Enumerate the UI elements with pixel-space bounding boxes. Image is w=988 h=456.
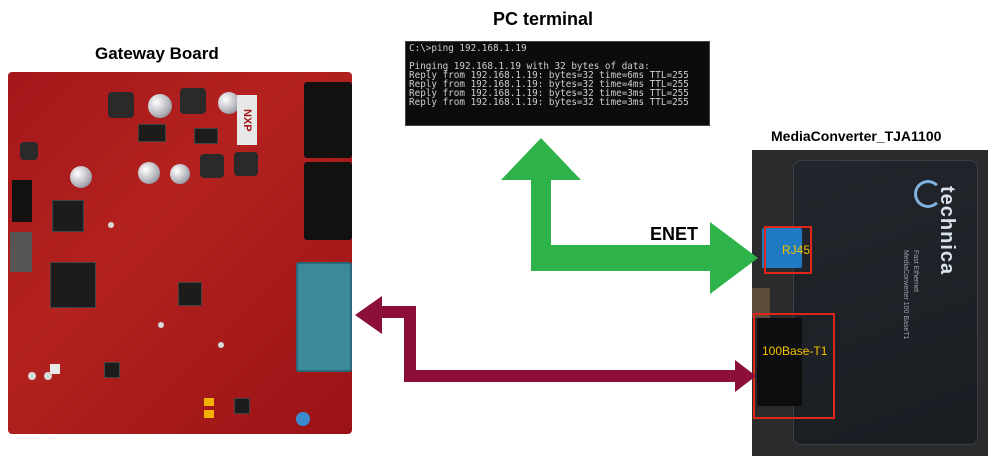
ribbon-connector-icon: [10, 232, 32, 272]
capacitor-icon: [218, 92, 240, 114]
rj45-label: RJ45: [782, 243, 811, 257]
rj45-port: [762, 228, 802, 268]
inductor-icon: [180, 88, 206, 114]
device-label-text: Fast Ethernet MediaConverter 100 BaseT1: [902, 250, 919, 340]
capacitor-icon: [170, 164, 190, 184]
capacitor-icon: [148, 94, 172, 118]
gateway-board-title: Gateway Board: [95, 44, 219, 63]
connector-icon: [304, 82, 352, 158]
100base-t1-highlight-box: [753, 313, 835, 419]
capacitor-icon: [70, 166, 92, 188]
chip-icon: [138, 124, 166, 142]
100base-t1-arrow: [355, 296, 756, 392]
component-icon: [204, 398, 214, 406]
gateway-board-image: [8, 72, 352, 434]
media-converter-top: [793, 160, 978, 445]
chip-icon: [194, 128, 218, 144]
nxp-logo: NXP: [237, 95, 257, 145]
chip-icon: [178, 282, 202, 306]
terminal-line: Pinging 192.168.1.19 with 32 bytes of da…: [409, 61, 650, 72]
100base-t1-port: [757, 318, 802, 406]
technica-brand: technica: [936, 186, 958, 276]
header-connector-icon: [12, 180, 32, 222]
connector-icon: [304, 162, 352, 240]
capacitor-icon: [138, 162, 160, 184]
terminal-line: C:\>ping 192.168.1.19: [409, 43, 527, 54]
terminal-window: C:\>ping 192.168.1.19 Pinging 192.168.1.…: [405, 41, 710, 126]
chip-icon: [234, 398, 250, 414]
terminal-line: Reply from 192.168.1.19: bytes=32 time=6…: [409, 70, 689, 81]
media-converter-title: MediaConverter_TJA1100: [771, 128, 942, 144]
processor-chip-icon: [50, 262, 96, 308]
component-icon: [204, 410, 214, 418]
technica-logo-icon: [914, 180, 942, 208]
chip-icon: [104, 362, 120, 378]
component-icon: [50, 364, 60, 374]
inductor-icon: [200, 154, 224, 178]
inductor-icon: [20, 142, 38, 160]
terminal-line: Reply from 192.168.1.19: bytes=32 time=3…: [409, 88, 689, 99]
automotive-ethernet-connector: [296, 262, 352, 372]
rj45-highlight-box: [764, 226, 812, 274]
component-icon: [296, 412, 310, 426]
cable-icon: [752, 288, 770, 318]
inductor-icon: [108, 92, 134, 118]
enet-arrow: [501, 138, 758, 294]
terminal-line: Reply from 192.168.1.19: bytes=32 time=3…: [409, 97, 689, 108]
terminal-line: Reply from 192.168.1.19: bytes=32 time=4…: [409, 79, 689, 90]
chip-icon: [52, 200, 84, 232]
enet-label: ENET: [650, 224, 699, 244]
inductor-icon: [234, 152, 258, 176]
100base-t1-label: 100Base-T1: [762, 344, 828, 358]
pc-terminal-title: PC terminal: [493, 9, 594, 29]
